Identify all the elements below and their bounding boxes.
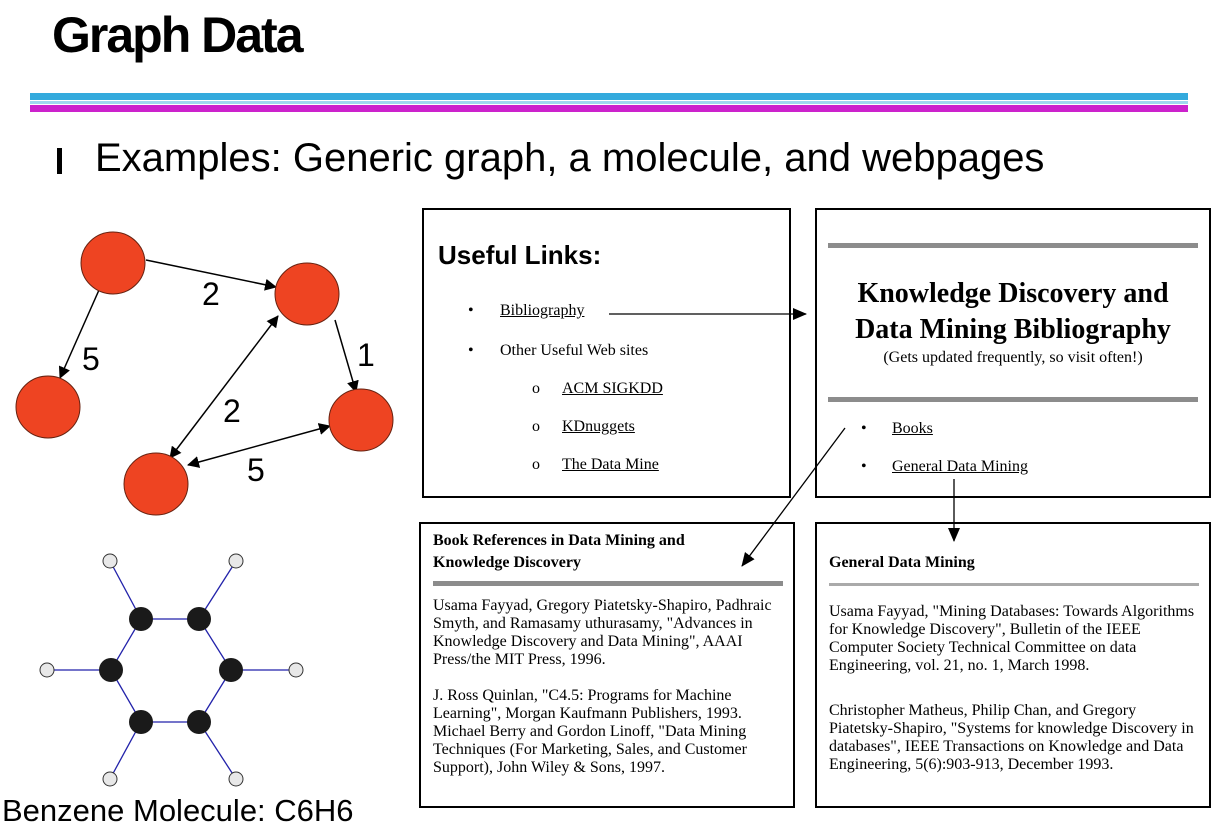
graph-node — [328, 388, 394, 452]
kd-bibliography-page: Knowledge Discovery and Data Mining Bibl… — [815, 208, 1211, 498]
divider — [828, 243, 1198, 248]
sub-bullet: o — [532, 456, 540, 473]
bullet-dot: • — [861, 458, 867, 475]
bullet-text: Examples: Generic graph, a molecule, and… — [95, 136, 1045, 180]
edge-label: 2 — [223, 393, 241, 429]
divider — [433, 581, 783, 586]
graph-node — [123, 452, 189, 516]
bullet-dot: • — [861, 420, 867, 437]
hydrogen-atoms — [39, 553, 304, 787]
graph-edge — [145, 259, 277, 291]
general-dm-heading: General Data Mining — [829, 554, 975, 571]
divider — [829, 583, 1199, 586]
sub-bullet: o — [532, 418, 540, 435]
bibliography-link[interactable]: Bibliography — [500, 302, 585, 319]
bibliography-title-line1: Knowledge Discovery and — [857, 278, 1169, 309]
graph-edge — [187, 423, 331, 468]
edge-label: 5 — [247, 452, 265, 488]
graph-node — [80, 231, 146, 295]
books-link[interactable]: Books — [892, 420, 933, 437]
book-refs-heading-line1: Book References in Data Mining and — [433, 532, 685, 549]
bullet-dot: • — [468, 302, 474, 319]
benzene-caption: Benzene Molecule: C6H6 — [2, 793, 354, 828]
sub-bullet: o — [532, 380, 540, 397]
edge-label: 2 — [202, 276, 220, 312]
acm-sigkdd-link[interactable]: ACM SIGKDD — [562, 380, 663, 397]
title-rule-magenta — [30, 105, 1188, 112]
edge-label: 5 — [82, 341, 100, 377]
edge-label: 1 — [357, 337, 375, 373]
slide-title: Graph Data — [52, 7, 304, 63]
general-dm-para1: Usama Fayyad, "Mining Databases: Towards… — [829, 603, 1195, 674]
title-rule-blue — [30, 93, 1188, 100]
kdnuggets-link[interactable]: KDnuggets — [562, 418, 635, 435]
book-refs-para2: J. Ross Quinlan, "C4.5: Programs for Mac… — [433, 687, 747, 776]
book-refs-heading-line2: Knowledge Discovery — [433, 554, 581, 571]
general-data-mining-page: General Data Mining Usama Fayyad, "Minin… — [815, 522, 1211, 808]
graph-node — [15, 375, 81, 439]
general-dm-para2: Christopher Matheus, Philip Chan, and Gr… — [829, 702, 1194, 773]
graph-node — [274, 262, 340, 326]
book-references-page: Book References in Data Mining and Knowl… — [419, 522, 795, 808]
title-rule-light — [30, 101, 1188, 104]
bullet-dot: • — [468, 342, 474, 359]
bibliography-title-line2: Data Mining Bibliography — [855, 314, 1171, 345]
books-arrow — [741, 427, 846, 567]
divider — [828, 397, 1198, 402]
carbon-atoms — [99, 607, 243, 734]
graph-edge — [334, 319, 359, 393]
bullet-marker — [57, 148, 62, 174]
bibliography-subtitle: (Gets updated frequently, so visit often… — [883, 349, 1143, 366]
other-sites-label: Other Useful Web sites — [500, 342, 649, 359]
general-data-mining-link[interactable]: General Data Mining — [892, 458, 1028, 475]
graph-edge — [58, 289, 100, 379]
book-refs-para1: Usama Fayyad, Gregory Piatetsky-Shapiro,… — [433, 597, 772, 668]
useful-links-page: Useful Links: • Bibliography • Other Use… — [422, 208, 791, 498]
data-mine-link[interactable]: The Data Mine — [562, 456, 659, 473]
useful-links-heading: Useful Links: — [438, 240, 602, 270]
